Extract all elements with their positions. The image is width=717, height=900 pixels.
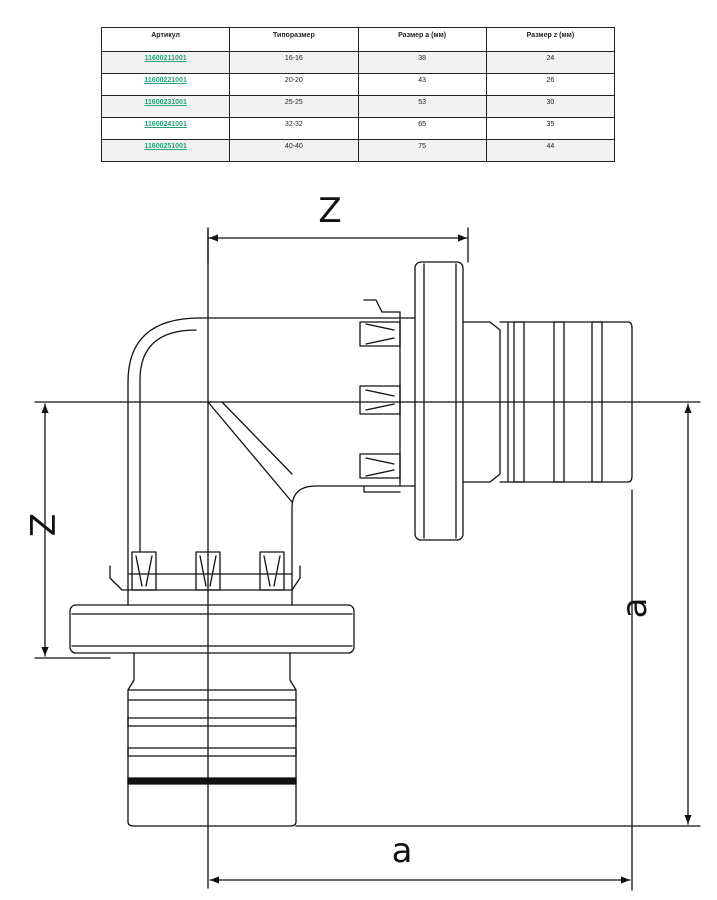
size-cell: 25-25: [229, 95, 359, 118]
z-cell: 44: [485, 139, 616, 162]
a-cell: 75: [357, 139, 487, 162]
article-link[interactable]: 11600231001: [144, 99, 187, 106]
pipe-ridge: [127, 717, 297, 727]
elbow-body: [127, 317, 359, 553]
z-cell: 35: [485, 117, 616, 140]
z-cell: 24: [485, 51, 616, 74]
elbow-fitting-drawing: Z Z a a: [21, 191, 701, 891]
bottom-clips: [109, 551, 301, 591]
table-row: 11600221001 20-20 43 26: [100, 73, 616, 96]
article-cell: 11600221001: [100, 73, 231, 96]
size-cell: 40-40: [229, 139, 359, 162]
article-cell: 11600231001: [100, 95, 231, 118]
dim-label-z-left: Z: [21, 513, 61, 536]
table-row: 11600231001 25-25 53 30: [100, 95, 616, 118]
article-link[interactable]: 11600251001: [144, 143, 187, 150]
dim-label-z-top: Z: [318, 191, 341, 231]
bottom-collar: [69, 604, 355, 654]
pipe-ridge: [553, 321, 565, 483]
inner-line: [221, 401, 293, 475]
pipe-ridge: [127, 747, 297, 757]
right-clips: [359, 299, 401, 493]
header-size-a: Размер a (мм): [357, 27, 487, 52]
a-cell: 65: [357, 117, 487, 140]
article-link[interactable]: 11600241001: [144, 121, 187, 128]
dim-label-a-right: a: [615, 598, 655, 619]
bottom-pipe: [127, 652, 297, 827]
elbow-inner-arc: [139, 329, 197, 553]
table-header-row: Артикул Типоразмер Размер a (мм) Размер …: [100, 27, 616, 52]
a-cell: 53: [357, 95, 487, 118]
size-cell: 16-16: [229, 51, 359, 74]
table-row: 11600211001 16-16 38 24: [100, 51, 616, 74]
a-cell: 38: [357, 51, 487, 74]
article-link[interactable]: 11600221001: [144, 77, 187, 84]
size-cell: 32-32: [229, 117, 359, 140]
header-size: Типоразмер: [229, 27, 359, 52]
article-cell: 11600211001: [100, 51, 231, 74]
article-cell: 11600251001: [100, 139, 231, 162]
header-size-z: Размер z (мм): [485, 27, 616, 52]
spec-table: Артикул Типоразмер Размер a (мм) Размер …: [100, 27, 616, 162]
z-cell: 30: [485, 95, 616, 118]
article-cell: 11600241001: [100, 117, 231, 140]
dim-label-a-bottom: a: [392, 831, 413, 871]
right-pipe: [462, 321, 501, 483]
pipe-ridge: [513, 321, 525, 483]
right-collar: [414, 261, 464, 541]
table-row: 11600251001 40-40 75 44: [100, 139, 616, 162]
z-cell: 26: [485, 73, 616, 96]
pipe-ridge: [591, 321, 603, 483]
pipe-ridge: [127, 777, 297, 785]
inner-line: [207, 401, 293, 503]
article-link[interactable]: 11600211001: [144, 55, 187, 62]
size-cell: 20-20: [229, 73, 359, 96]
table-row: 11600241001 32-32 65 35: [100, 117, 616, 140]
header-article: Артикул: [100, 27, 231, 52]
a-cell: 43: [357, 73, 487, 96]
